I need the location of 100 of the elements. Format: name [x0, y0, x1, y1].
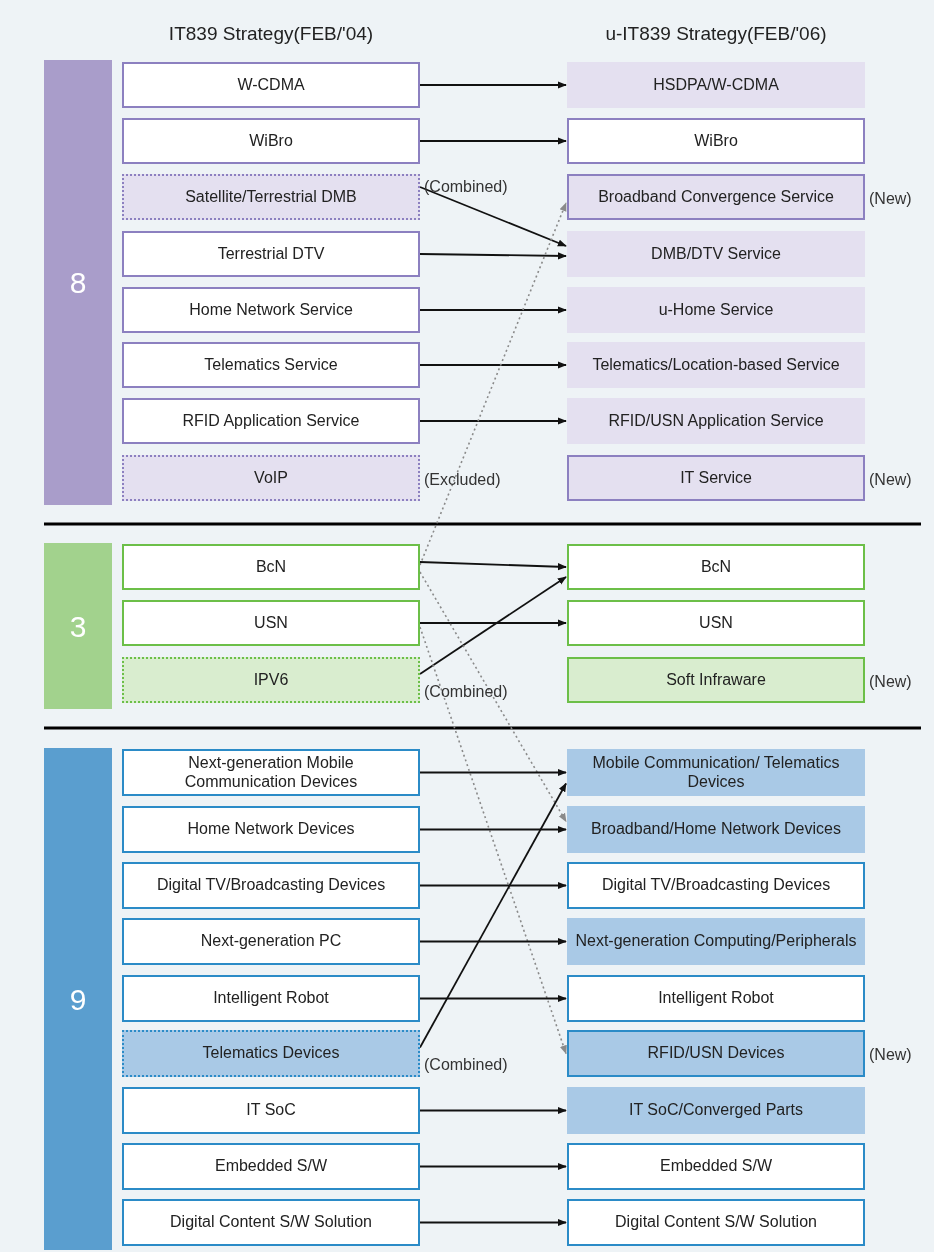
- item-label: Satellite/Terrestrial DMB: [185, 187, 357, 207]
- item-label: Broadband/Home Network Devices: [591, 820, 841, 839]
- item-label: Intelligent Robot: [658, 989, 774, 1008]
- item-box: [122, 1143, 420, 1190]
- status-note: (Combined): [424, 683, 508, 702]
- group-number: 3: [69, 608, 87, 645]
- column-heading: u-IT839 Strategy(FEB/'06): [604, 22, 828, 46]
- item-label: Embedded S/W: [659, 1157, 773, 1176]
- item-label: Next-generation Mobile Communication Devices: [183, 754, 359, 791]
- arrow: [419, 881, 567, 890]
- item-label: IT Service: [680, 468, 752, 488]
- item-box: [122, 342, 420, 388]
- item-box: [567, 749, 865, 796]
- item-box: [567, 918, 865, 965]
- item-label: RFID/USN Devices: [647, 1044, 785, 1063]
- item-box: [122, 1199, 420, 1246]
- item-label: Mobile Communication/ Telematics Devices: [591, 754, 841, 791]
- item-label: Telematics/Location-based Service: [592, 355, 840, 375]
- item-label: Home Network Service: [189, 300, 353, 320]
- item-label: Embedded S/W: [214, 1157, 328, 1176]
- status-note: (New): [869, 471, 912, 490]
- item-label: W-CDMA: [237, 75, 305, 95]
- status-note: (New): [869, 190, 912, 209]
- item-label: VoIP: [254, 468, 288, 488]
- item-label: Soft Infraware: [666, 670, 766, 690]
- arrow: [419, 252, 567, 260]
- item-label: Digital Content S/W Solution: [170, 1213, 372, 1232]
- item-label: RFID/USN Application Service: [608, 411, 824, 431]
- item-label: WiBro: [694, 131, 738, 151]
- item-label: RFID Application Service: [182, 411, 360, 431]
- item-label: USN: [699, 613, 733, 633]
- item-box: [567, 398, 865, 444]
- item-box: [122, 600, 420, 646]
- arrow: [419, 937, 567, 946]
- item-box: [122, 544, 420, 590]
- item-box: [122, 1087, 420, 1134]
- group-number: 9: [69, 981, 87, 1018]
- item-box: [567, 1143, 865, 1190]
- item-box: [122, 749, 420, 796]
- arrow: [419, 768, 567, 777]
- item-label: Next-generation PC: [200, 932, 342, 951]
- status-note: (New): [869, 673, 912, 692]
- item-label: HSDPA/W-CDMA: [653, 75, 779, 95]
- item-box: [567, 1087, 865, 1134]
- item-label: Next-generation Computing/Peripherals: [575, 932, 857, 951]
- item-label: DMB/DTV Service: [651, 244, 781, 264]
- item-box: [567, 1199, 865, 1246]
- item-label: u-Home Service: [658, 300, 774, 320]
- arrow: [419, 1162, 567, 1171]
- arrow: [419, 994, 567, 1003]
- status-note: (Combined): [424, 1056, 508, 1075]
- item-label: Broadband Convergence Service: [598, 187, 834, 207]
- item-label: Terrestrial DTV: [217, 244, 325, 264]
- item-box: [567, 862, 865, 909]
- item-label: Digital TV/Broadcasting Devices: [156, 876, 386, 895]
- item-label: BcN: [700, 557, 732, 577]
- item-label: Telematics Devices: [202, 1044, 340, 1063]
- item-box: [122, 975, 420, 1022]
- item-label: Digital Content S/W Solution: [615, 1213, 817, 1232]
- arrow: [419, 619, 567, 627]
- item-box: [567, 975, 865, 1022]
- arrow: [419, 306, 567, 314]
- item-label: USN: [254, 613, 288, 633]
- item-label: BcN: [255, 557, 287, 577]
- arrow: [419, 137, 567, 145]
- item-label: WiBro: [249, 131, 293, 151]
- column-heading: IT839 Strategy(FEB/'04): [167, 22, 375, 46]
- item-box: [122, 398, 420, 444]
- item-box: [567, 806, 865, 853]
- item-label: IPV6: [253, 670, 289, 690]
- item-box: [567, 544, 865, 590]
- item-label: Intelligent Robot: [213, 989, 329, 1008]
- arrow: [419, 361, 567, 369]
- arrow: [419, 81, 567, 89]
- item-label: IT SoC/Converged Parts: [629, 1101, 803, 1120]
- item-box: [122, 118, 420, 164]
- item-box: [567, 342, 865, 388]
- item-box: [122, 231, 420, 277]
- status-note: (Excluded): [424, 471, 501, 490]
- item-label: Digital TV/Broadcasting Devices: [601, 876, 831, 895]
- arrow: [419, 782, 567, 1049]
- item-box: [567, 600, 865, 646]
- arrow: [419, 1106, 567, 1115]
- item-label: Telematics Service: [204, 355, 338, 375]
- item-box: [122, 62, 420, 108]
- arrow: [419, 561, 567, 571]
- item-box: [122, 287, 420, 333]
- arrow: [419, 417, 567, 425]
- item-box: [122, 862, 420, 909]
- group-band: [44, 748, 112, 1250]
- item-box: [122, 918, 420, 965]
- item-box: [567, 118, 865, 164]
- item-box: [567, 231, 865, 277]
- item-label: IT SoC: [246, 1101, 296, 1120]
- item-box: [567, 62, 865, 108]
- status-note: (New): [869, 1046, 912, 1065]
- item-box: [567, 287, 865, 333]
- arrow: [419, 825, 567, 834]
- arrow: [419, 576, 567, 675]
- arrow: [419, 1218, 567, 1227]
